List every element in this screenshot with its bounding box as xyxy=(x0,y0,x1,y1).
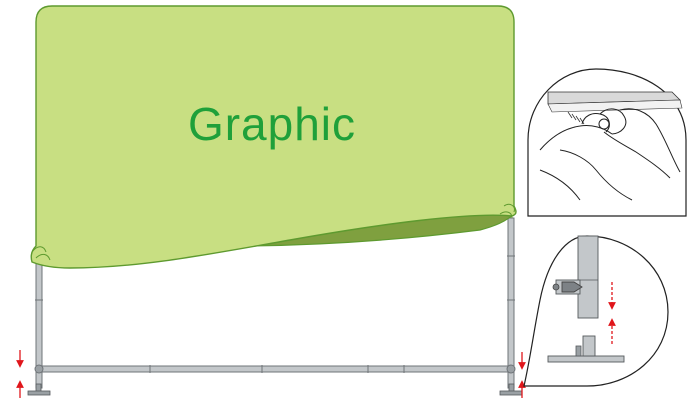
connector-upright-tube xyxy=(577,235,599,319)
right-foot xyxy=(499,383,523,396)
rail-joints xyxy=(149,365,405,373)
graphic-fabric: Graphic xyxy=(30,5,517,269)
graphic-label: Graphic xyxy=(188,98,356,150)
left-foot xyxy=(27,383,51,396)
connector-base-plate xyxy=(547,355,625,363)
right-upright-tube xyxy=(507,217,515,389)
hand-icon xyxy=(539,108,681,201)
assembly-arrows xyxy=(16,350,526,398)
connector-foot-pin xyxy=(582,335,596,357)
connector-cap-icon xyxy=(561,281,583,293)
zipper-detail-inset xyxy=(527,68,687,217)
bottom-rail-tube xyxy=(39,365,511,373)
zipper-detail-frame xyxy=(527,68,687,217)
connector-detail-inset xyxy=(523,235,669,387)
frame xyxy=(27,217,523,396)
zipper-teeth xyxy=(567,111,585,125)
